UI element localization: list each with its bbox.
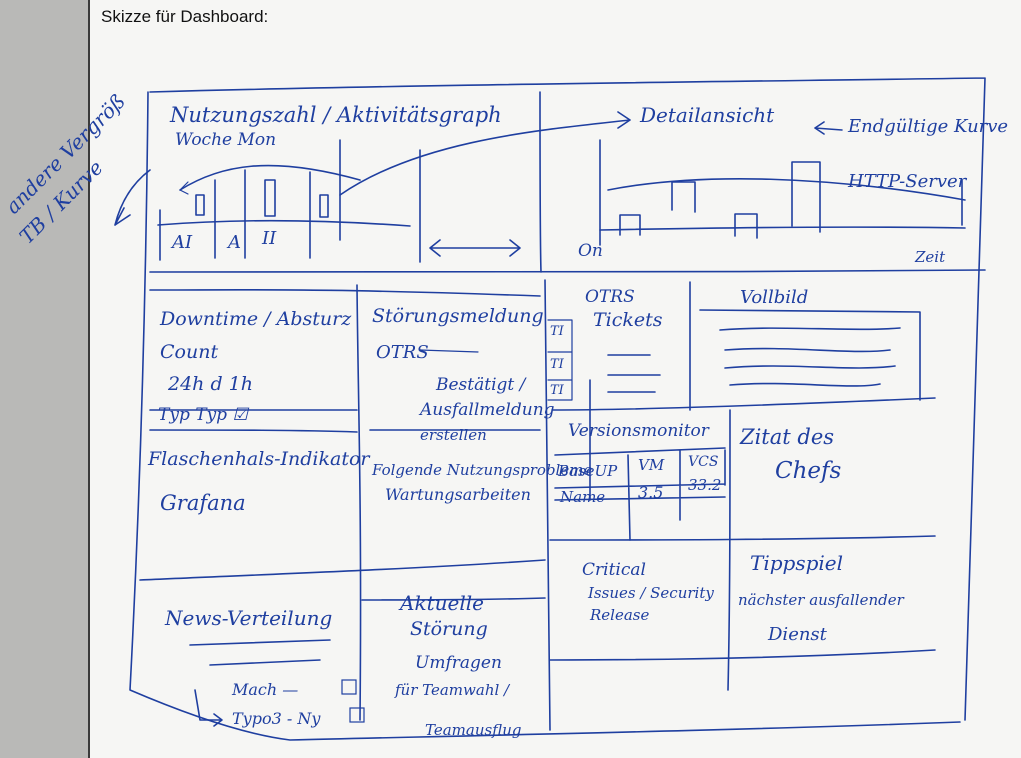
news-item-1: Mach —	[231, 680, 298, 699]
usage-panel: Nutzungszahl / Aktivitätsgraph Woche Mon…	[157, 103, 631, 261]
aktuelle-line-1: Aktuelle	[398, 591, 484, 615]
aktuelle-line-3: Umfragen	[415, 653, 502, 673]
stoerung-follow-1: Folgende Nutzungsprobleme	[371, 461, 592, 479]
aktuelle-line-4: für Teamwahl /	[394, 681, 511, 699]
usage-title: Nutzungszahl / Aktivitätsgraph	[169, 103, 502, 127]
critical-line-2: Issues / Security	[587, 584, 714, 602]
versions-header-vm: VM	[638, 456, 665, 474]
versions-row-vcs: 33.2	[688, 476, 721, 494]
otrs-side-3: TI	[550, 383, 565, 398]
downtime-panel: Downtime / Absturz Count 24h d 1h Typ Ty…	[158, 308, 352, 425]
tippspiel-line-2: nächster ausfallender	[738, 591, 905, 609]
zitat-line-2: Chefs	[775, 458, 842, 484]
aktuelle-line-2: Störung	[410, 618, 488, 640]
critical-panel: Critical Issues / Security Release	[582, 560, 714, 624]
flaschenhals-panel: Flaschenhals-Indikator Grafana	[147, 448, 371, 515]
flaschenhals-title: Flaschenhals-Indikator	[147, 448, 371, 470]
usage-label-a: A	[226, 232, 241, 253]
critical-line-1: Critical	[582, 560, 646, 580]
versions-header-vcs: VCS	[688, 454, 718, 470]
downtime-title: Downtime / Absturz	[159, 308, 352, 330]
stoerung-sub: OTRS	[376, 342, 429, 363]
page-title: Skizze für Dashboard:	[101, 7, 269, 26]
detail-panel: Detailansicht Endgültige Kurve HTTP-Serv…	[578, 103, 1008, 266]
flaschenhals-sub: Grafana	[160, 491, 246, 515]
versions-title: Versionsmonitor	[568, 421, 710, 441]
otrs-side-1: TI	[550, 324, 565, 339]
downtime-footer: Typ Typ ☑	[158, 405, 249, 425]
otrs-title-2: Tickets	[593, 309, 663, 331]
tippspiel-line-1: Tippspiel	[750, 551, 843, 575]
tippspiel-panel: Tippspiel nächster ausfallender Dienst	[738, 551, 905, 645]
tippspiel-line-3: Dienst	[767, 624, 828, 645]
news-item-2: Typo3 - Ny	[232, 709, 321, 728]
usage-label-ii: II	[261, 228, 277, 249]
otrs-title-1: OTRS	[585, 287, 635, 307]
news-title: News-Verteilung	[164, 606, 332, 630]
usage-label-ai: AI	[170, 232, 193, 253]
zitat-panel: Zitat des Chefs	[739, 425, 842, 484]
stoerung-confirm-3: erstellen	[420, 426, 487, 444]
aktuelle-line-5: Teamausflug	[425, 721, 521, 739]
vollbild-panel: Vollbild	[699, 287, 921, 401]
news-panel: News-Verteilung Mach — Typo3 - Ny	[164, 606, 365, 728]
margin-note: andere Vergröß TB / Kurve	[1, 89, 151, 249]
detail-annotation: Endgültige Kurve	[847, 116, 1008, 137]
critical-line-3: Release	[589, 606, 649, 624]
detail-series-label: HTTP-Server	[847, 171, 968, 192]
stoerung-panel: Störungsmeldung OTRS Bestätigt / Ausfall…	[371, 305, 592, 504]
downtime-count: Count	[160, 341, 218, 363]
detail-axis-left: On	[578, 241, 603, 261]
otrs-panel: OTRS Tickets TI TI TI	[547, 287, 663, 401]
otrs-side-2: TI	[550, 357, 565, 372]
stoerung-title: Störungsmeldung	[372, 305, 544, 327]
zitat-line-1: Zitat des	[739, 425, 834, 449]
usage-legend: Woche Mon	[175, 130, 276, 150]
vollbild-title: Vollbild	[740, 287, 808, 308]
downtime-period: 24h d 1h	[167, 373, 253, 395]
paper-sheet	[88, 0, 1021, 758]
detail-title: Detailansicht	[639, 103, 775, 127]
versions-row-name: Name	[559, 488, 605, 506]
detail-axis-right: Zeit	[914, 248, 946, 266]
stoerung-follow-2: Wartungsarbeiten	[385, 485, 531, 504]
versions-row-vm: 3.5	[638, 483, 663, 502]
stoerung-confirm-2: Ausfallmeldung	[418, 400, 555, 420]
stoerung-confirm-1: Bestätigt /	[435, 375, 528, 395]
aktuelle-panel: Aktuelle Störung Umfragen für Teamwahl /…	[394, 591, 521, 739]
versions-header-base: BaseUP	[557, 462, 618, 480]
versions-panel: Versionsmonitor BaseUP VM VCS Name 3.5 3…	[554, 421, 726, 541]
